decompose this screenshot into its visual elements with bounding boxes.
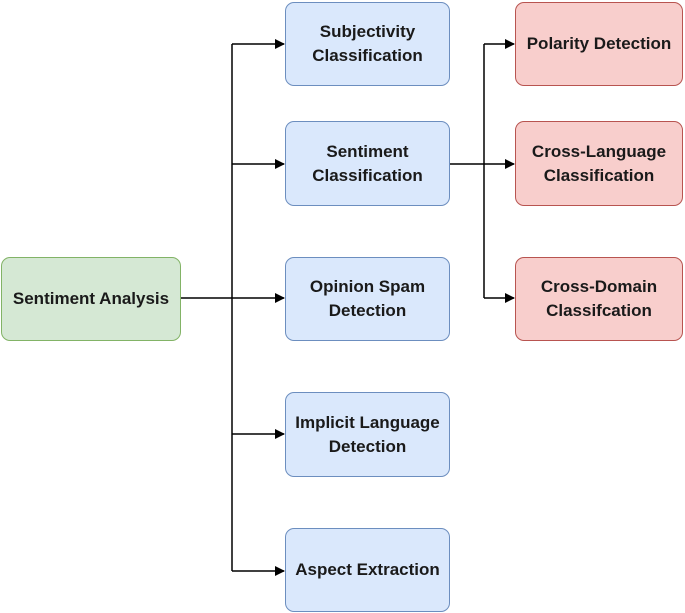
node-subjectivity-classification: Subjectivity Classification xyxy=(285,2,450,86)
node-cross-domain-classification: Cross-Domain Classifcation xyxy=(515,257,683,341)
node-polarity-detection: Polarity Detection xyxy=(515,2,683,86)
node-aspect-extraction: Aspect Extraction xyxy=(285,528,450,612)
node-sentiment-classification: Sentiment Classification xyxy=(285,121,450,206)
node-opinion-spam-detection: Opinion Spam Detection xyxy=(285,257,450,341)
node-cross-language-classification: Cross-Language Classification xyxy=(515,121,683,206)
node-sentiment-analysis: Sentiment Analysis xyxy=(1,257,181,341)
node-implicit-language-detection: Implicit Language Detection xyxy=(285,392,450,477)
